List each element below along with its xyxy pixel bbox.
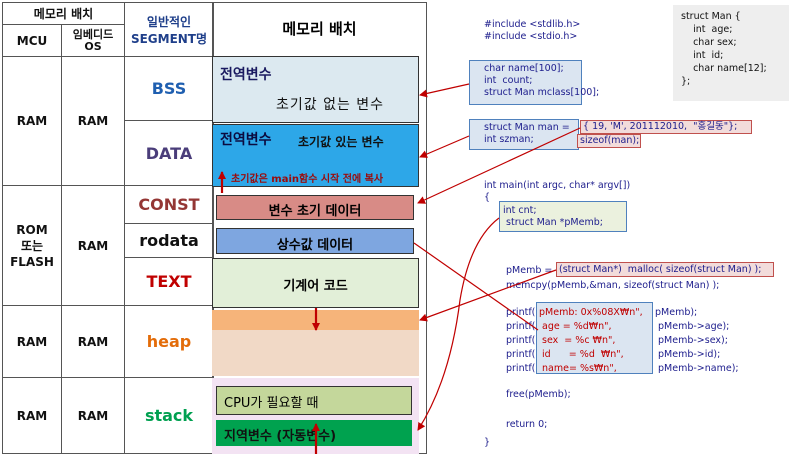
malloc-prefix: pMemb =	[506, 265, 553, 276]
data-vars-left: struct Man man = int szman;	[484, 122, 570, 145]
struct-definition: struct Man { int age; char sex; int id; …	[681, 11, 767, 87]
text-region	[212, 258, 419, 308]
sizeof-value: sizeof(man);	[580, 135, 640, 146]
row4-os: RAM	[61, 377, 125, 454]
heap-region	[212, 330, 419, 376]
stack-local-label: 지역변수 (자동변수)	[224, 429, 337, 444]
header-mcu: MCU	[2, 24, 62, 57]
data-vars-box	[469, 119, 579, 150]
data-title: 전역변수	[220, 132, 272, 148]
memory-layout-table: 메모리 배치 일반적인 SEGMENT명 MCU 임베디드 OS RAM RAM…	[2, 2, 214, 454]
text-label: 기계어 코드	[283, 279, 348, 294]
init-value: { 19, 'M', 201112010, "홍길동"};	[583, 121, 738, 132]
stack-cpu-label: CPU가 필요할 때	[224, 396, 319, 411]
rodata-region	[216, 228, 414, 254]
rodata-label: 상수값 데이터	[276, 238, 354, 253]
stack-cpu-box	[216, 386, 412, 415]
locals-box	[499, 201, 627, 232]
locals: int cnt; struct Man *pMemb;	[503, 205, 603, 228]
main-signature: int main(int argc, char* argv[]) {	[484, 180, 631, 203]
malloc-expr: (struct Man*) malloc( sizeof(struct Man)…	[559, 264, 762, 275]
printf-args: pMemb); pMemb->age); pMemb->sex); pMemb-…	[655, 307, 739, 374]
segment-heap: heap	[124, 305, 214, 378]
segment-stack: stack	[124, 377, 214, 454]
data-copy-note: 초기값은 main함수 시작 전에 복사	[231, 174, 384, 185]
arrow-data-vars	[419, 135, 470, 158]
bss-vars: char name[100]; int count; struct Man mc…	[484, 63, 600, 98]
return-line: return 0;	[506, 419, 548, 430]
row3-os: RAM	[61, 305, 125, 378]
data-region	[212, 124, 419, 187]
printf-formats: pMemb: 0x%08X₩n", age = %d₩n", sex = %c …	[539, 307, 643, 374]
bss-title: 전역변수	[220, 67, 272, 83]
header-embedded-os: 임베디드 OS	[61, 24, 125, 57]
malloc-box	[556, 262, 774, 277]
const-label: 변수 초기 데이터	[268, 204, 362, 219]
memcpy-line: memcpy(pMemb,&man, sizeof(struct Man) );	[506, 280, 720, 291]
const-region	[216, 195, 414, 220]
bss-region	[212, 56, 419, 123]
arrow-bss-vars	[419, 83, 470, 98]
data-subtitle: 초기값 있는 변수	[298, 135, 384, 149]
arrow-init-const	[417, 127, 581, 204]
bss-subtitle: 초기값 없는 변수	[276, 97, 385, 113]
arrow-locals-stack	[417, 217, 500, 431]
arrow-rodata-format	[413, 242, 539, 331]
printf-prefixes: printf( printf( printf( printf( printf(	[506, 307, 536, 374]
segment-text: TEXT	[124, 257, 214, 306]
row1-mcu: RAM	[2, 56, 62, 186]
memory-title: 메모리 배치	[282, 20, 357, 38]
segment-const: CONST	[124, 185, 214, 224]
arrow-malloc-heap	[419, 269, 557, 322]
format-strings-box	[536, 302, 653, 374]
init-value-box	[580, 120, 752, 134]
include-lines: #include <stdlib.h> #include <stdio.h>	[484, 19, 581, 42]
free-line: free(pMemb);	[506, 389, 571, 400]
sizeof-box	[577, 134, 641, 148]
row4-mcu: RAM	[2, 377, 62, 454]
struct-definition-box	[673, 5, 789, 101]
bss-vars-box	[469, 60, 582, 105]
closing-brace: }	[484, 437, 491, 448]
